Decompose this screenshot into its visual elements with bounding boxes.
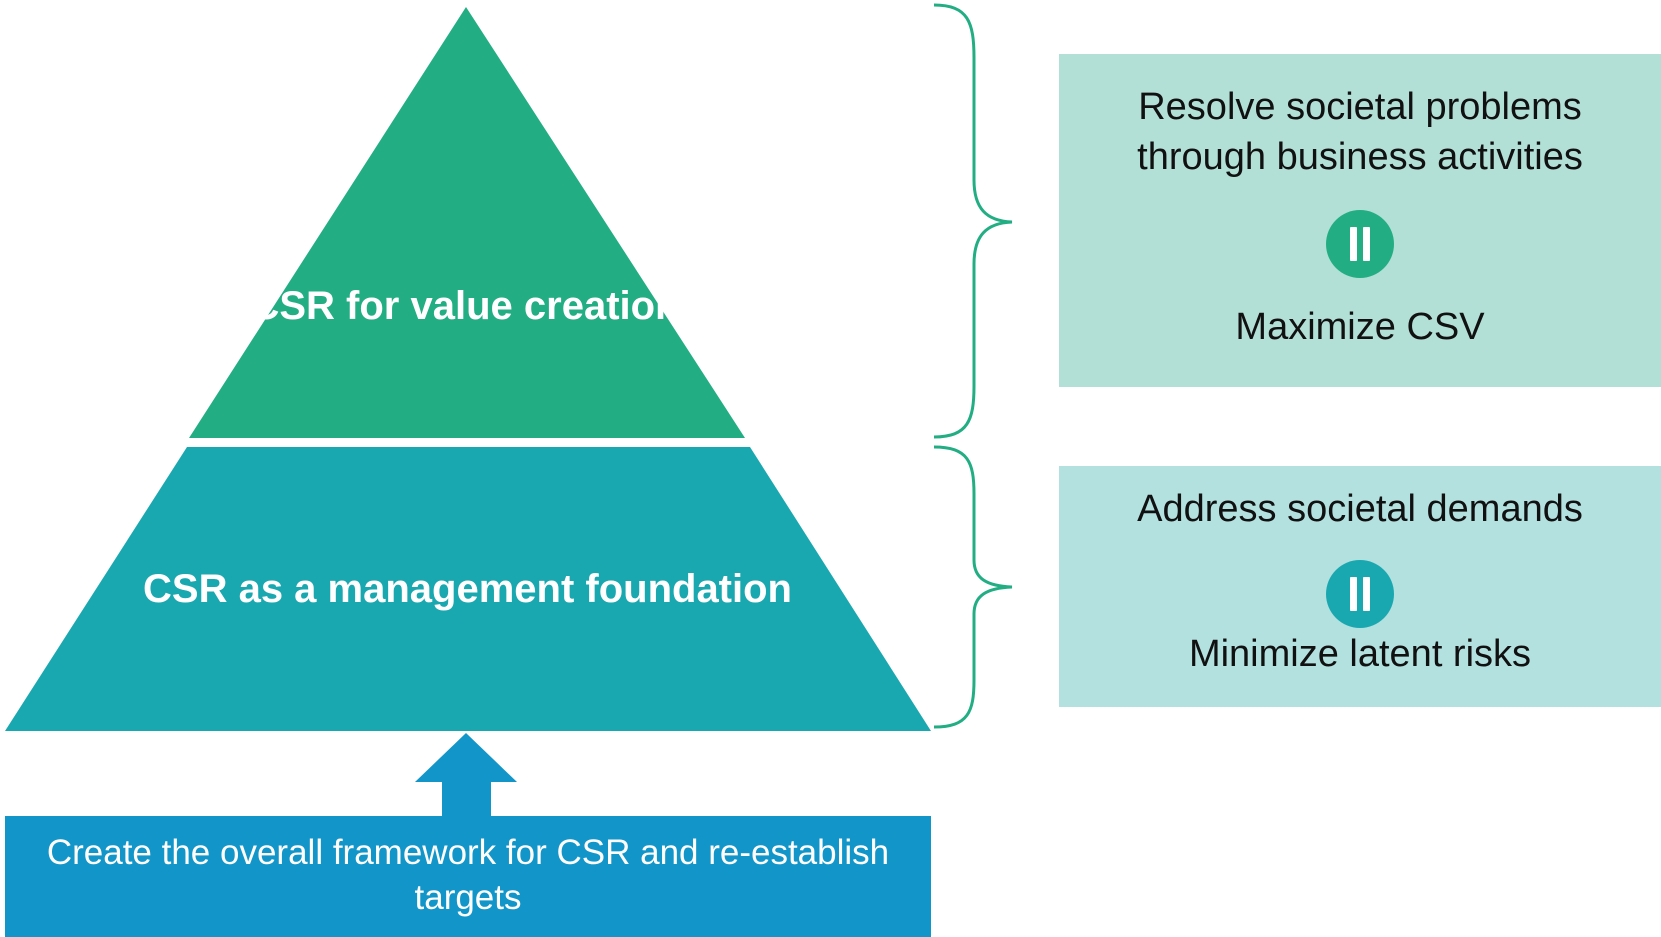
box-top: Resolve societal problems through busine…: [1059, 54, 1661, 387]
base-box-shape: [5, 816, 931, 937]
right-brace-icon-bottom: [933, 445, 1013, 729]
pyramid-top-shape: [189, 7, 745, 438]
box-bottom-line1: Address societal demands: [1137, 488, 1583, 530]
up-arrow-icon: [415, 733, 517, 816]
equals-bar-left: [1350, 227, 1357, 261]
pyramid-bottom-label: CSR as a management foundation: [143, 567, 792, 611]
box-top-line2: through business activities: [1137, 136, 1583, 178]
box-bottom-result: Minimize latent risks: [1188, 633, 1532, 675]
base-box-label: Create the overall framework for CSR and…: [46, 833, 890, 917]
box-top-line1: Resolve societal problems: [1138, 86, 1582, 128]
equals-icon: [1326, 560, 1394, 628]
pyramid-top-label: CSR for value creation: [250, 284, 680, 328]
equals-bar-right: [1363, 227, 1370, 261]
equals-bar-right: [1363, 577, 1370, 611]
box-bottom: Address societal demands Minimize latent…: [1059, 466, 1661, 707]
equals-bar-left: [1350, 577, 1357, 611]
right-brace-icon-top: [933, 3, 1013, 439]
pyramid-bottom-shape: [5, 447, 931, 731]
box-top-result: Maximize CSV: [1235, 306, 1485, 348]
equals-icon: [1326, 210, 1394, 278]
